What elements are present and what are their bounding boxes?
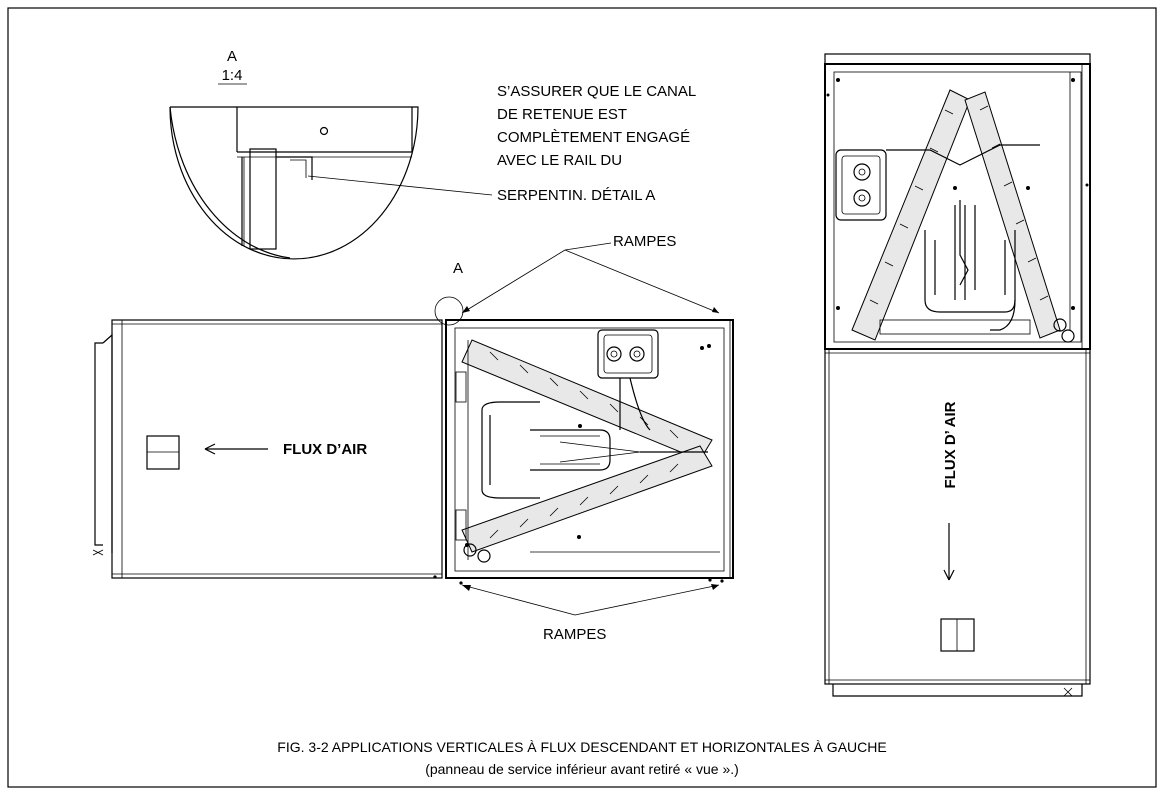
vertical-unit-label-plate [940, 618, 975, 652]
vertical-unit: FLUX D’ AIR [824, 53, 1091, 697]
note-line-4: AVEC LE RAIL DU [497, 152, 622, 169]
rampes-bottom-label: RAMPES [543, 626, 606, 643]
horizontal-coil-lower-slab [461, 445, 713, 553]
figure-caption-title: FIG. 3-2 APPLICATIONS VERTICALES À FLUX … [277, 739, 886, 755]
figure-caption-subtitle: (panneau de service inférieur avant reti… [425, 761, 739, 777]
vertical-coil-right-slab [964, 91, 1061, 339]
vertical-airflow-label: FLUX D’ AIR [942, 401, 959, 488]
horizontal-coil-upper-slab [461, 339, 713, 461]
note-line-3: COMPLÈTEMENT ENGAGÉ [497, 129, 690, 146]
detail-scale: 1:4 [222, 67, 243, 84]
horizontal-unit: FLUX D’AIR [92, 319, 734, 585]
rampes-top-label: RAMPES [613, 233, 676, 250]
note-line-5: SERPENTIN. DÉTAIL A [497, 187, 655, 204]
detail-leader-line [307, 175, 493, 196]
detail-a-view: A 1:4 [169, 48, 493, 260]
engagement-note: S’ASSURER QUE LE CANAL DE RETENUE EST CO… [497, 83, 696, 204]
detail-marker-circle [434, 296, 464, 326]
horizontal-airflow-label: FLUX D’AIR [283, 441, 367, 458]
detail-circle-outline [169, 106, 419, 260]
note-line-2: DE RETENUE EST [497, 106, 627, 123]
detail-marker-label: A [453, 260, 463, 277]
vertical-coil-left-slab [851, 89, 971, 341]
figure-border [7, 7, 1157, 788]
detail-letter: A [227, 48, 237, 65]
horizontal-unit-label-plate [146, 435, 180, 470]
note-line-1: S’ASSURER QUE LE CANAL [497, 83, 696, 100]
